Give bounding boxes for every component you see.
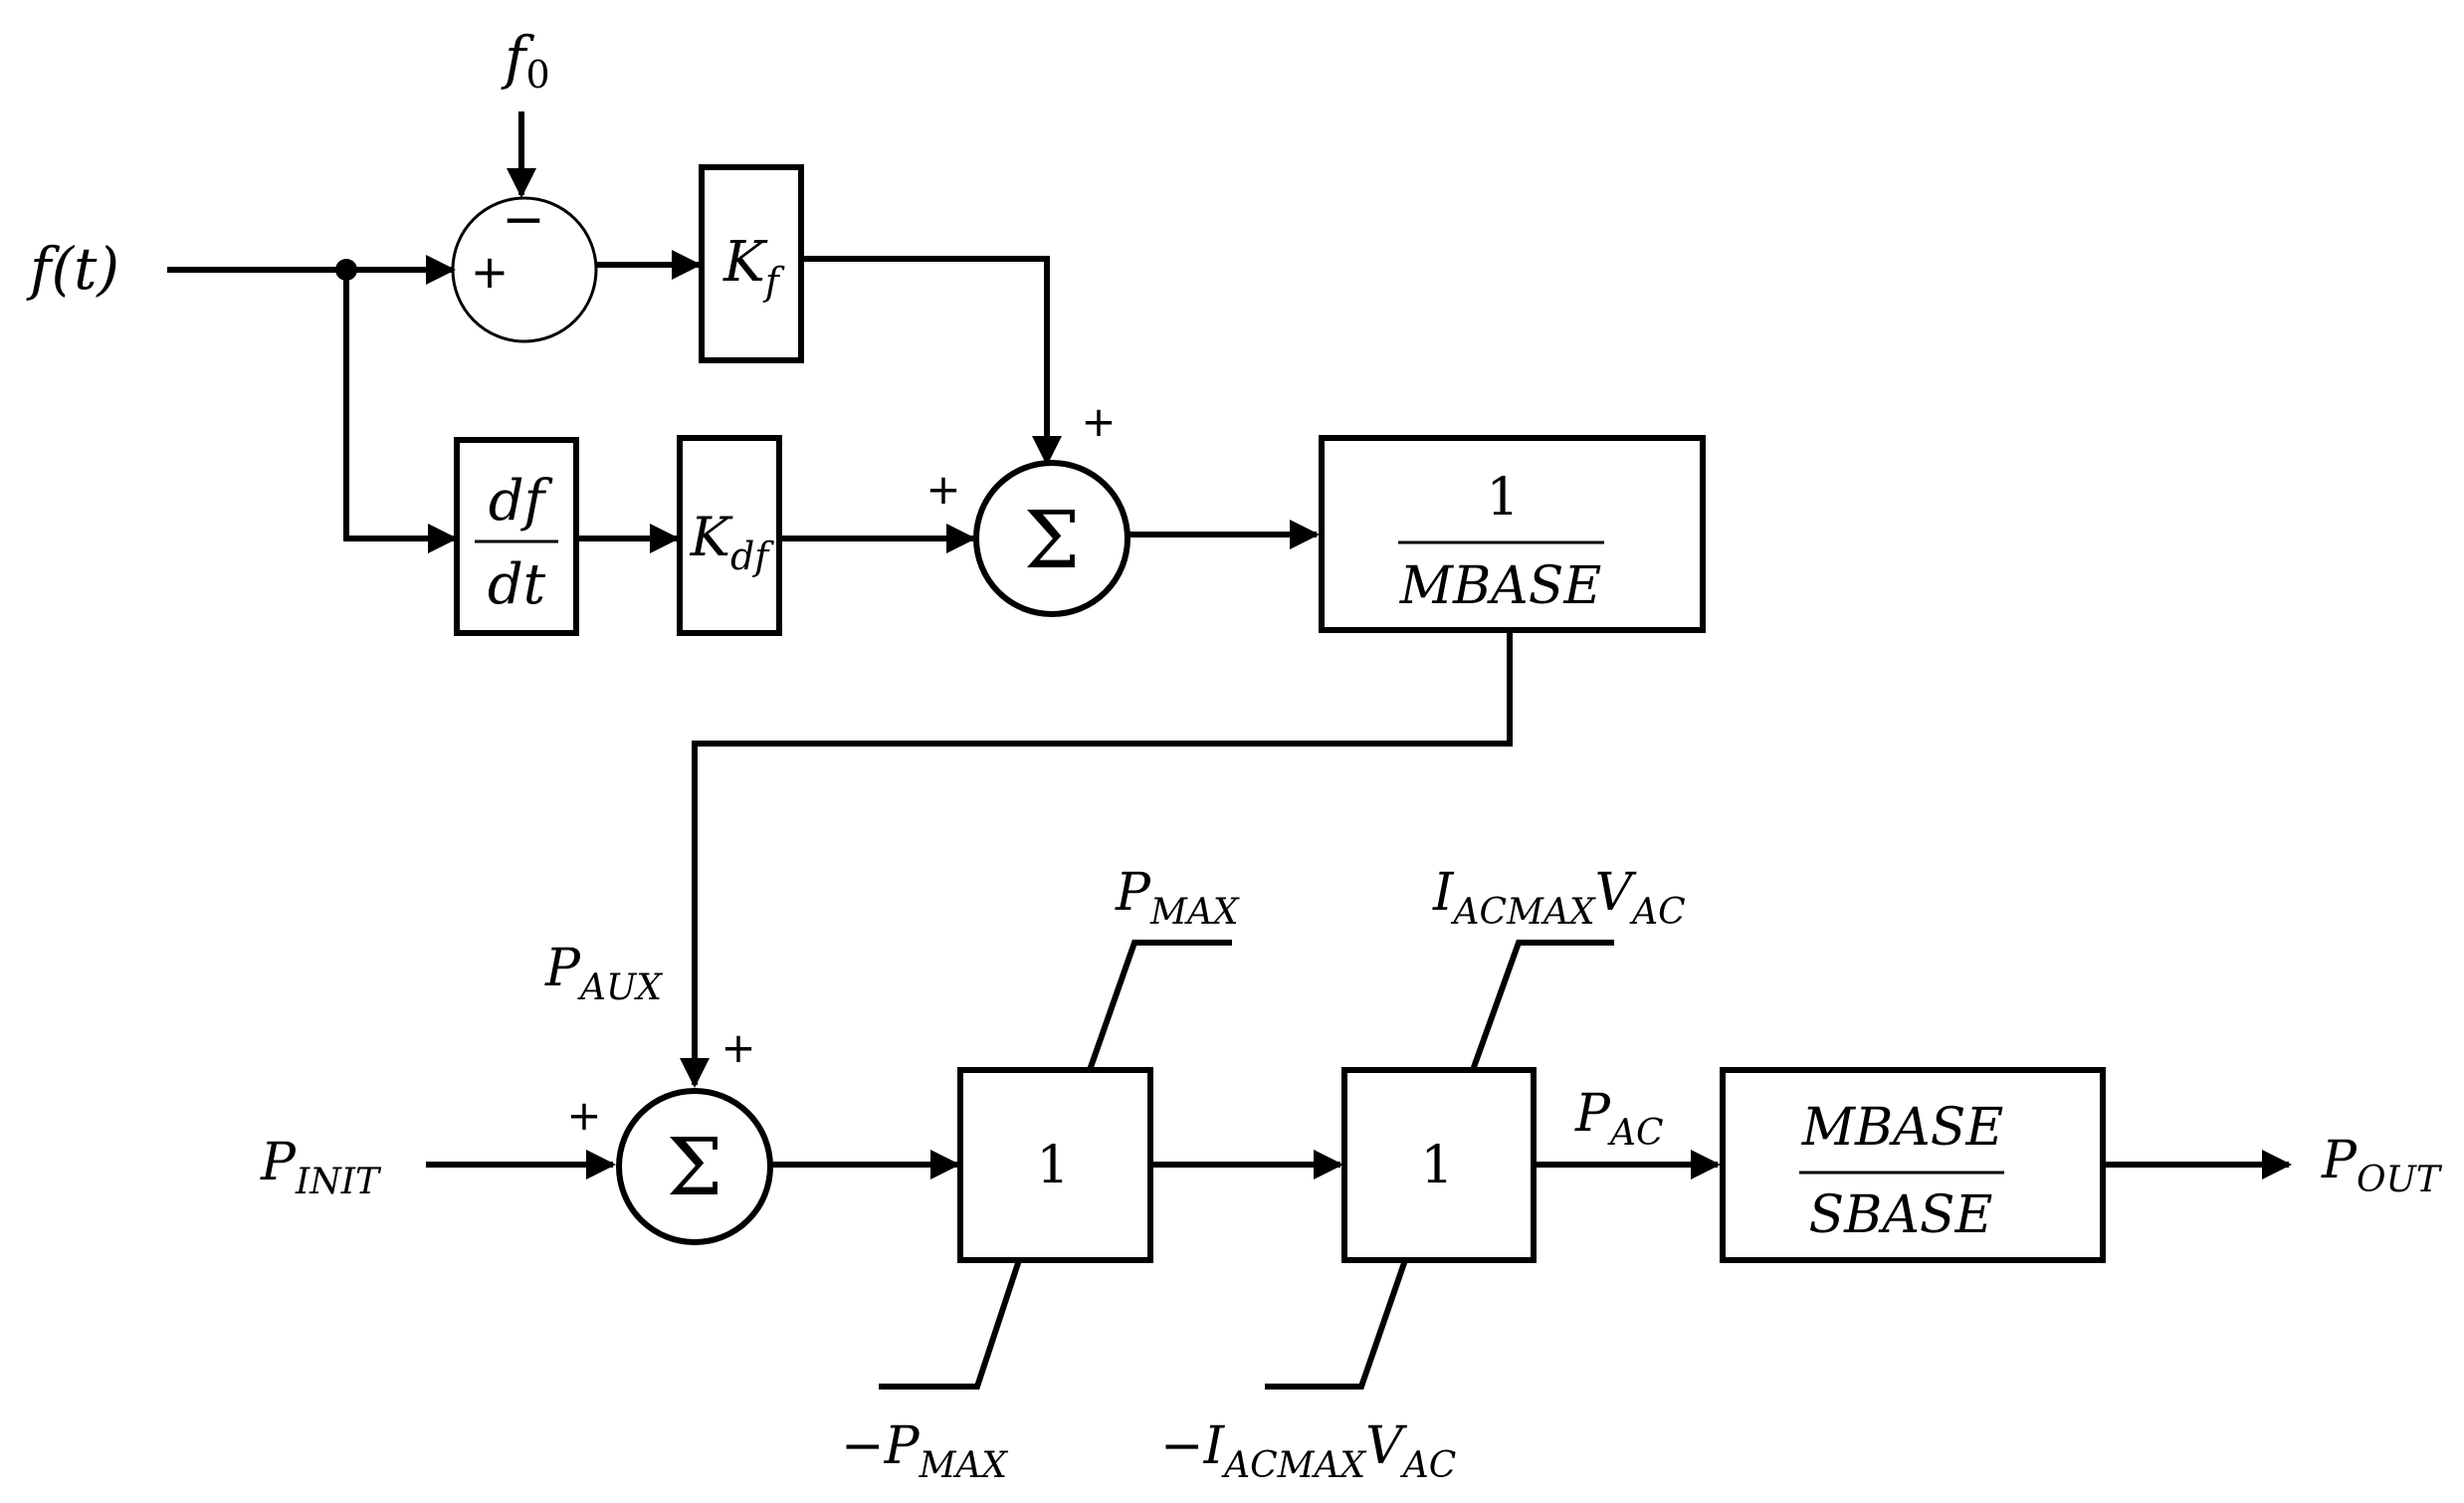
sum2-top-sign: +: [1081, 397, 1116, 446]
sum2-sigma: Σ: [1024, 494, 1081, 586]
base-ratio-block: MBASE SBASE: [1720, 1067, 2106, 1263]
f0-label: f0: [501, 24, 550, 97]
limiter2-upper-label: IACMAXVAC: [1432, 863, 1686, 933]
limiter2-upper-main: I: [1432, 863, 1455, 923]
signal-wires: [167, 111, 2292, 1180]
wire-mbase-to-sum3: [680, 630, 1513, 1088]
base-ratio-denominator: SBASE: [1809, 1185, 1993, 1245]
wire-kf-to-sum2: [802, 256, 1062, 466]
kdf-gain-sub: df: [730, 535, 774, 578]
sum2-junction: Σ + +: [925, 397, 1130, 617]
limiter1-lower-main: −P: [841, 1416, 921, 1476]
kdf-gain-main: K: [690, 506, 733, 568]
derivative-numerator: df: [489, 469, 554, 534]
wire-branch-to-deriv: [343, 270, 458, 553]
kf-gain-main: K: [722, 230, 768, 295]
paux-label-main: P: [544, 939, 581, 998]
limiter2-lower-label: −IACMAXVAC: [1160, 1416, 1456, 1486]
input-label-paren: (t): [51, 235, 119, 303]
inverse-mbase-numerator: 1: [1486, 468, 1519, 528]
kdf-gain-block: Kdf: [677, 435, 782, 636]
limiter1-lower-limit-line: [879, 1259, 1022, 1390]
derivative-block: df dt: [454, 437, 579, 636]
limiter2-lower-limit-line: [1265, 1259, 1408, 1390]
svg-text:Kdf: Kdf: [690, 506, 775, 578]
limiter2-lower-sub: ACMAX: [1221, 1445, 1366, 1486]
limiter1-upper-limit-line: [1087, 940, 1232, 1071]
pout-label-sub: OUT: [2357, 1160, 2443, 1200]
paux-label: PAUX: [544, 939, 663, 1008]
limiter1-value: 1: [1036, 1136, 1069, 1195]
limiter1-lower-label: −PMAX: [841, 1416, 1008, 1486]
pac-label-sub: AC: [1607, 1113, 1664, 1154]
limiter1-upper-sub: MAX: [1149, 892, 1240, 933]
derivative-denominator: dt: [488, 552, 546, 617]
pinit-label-sub: INIT: [295, 1162, 382, 1202]
pout-label-main: P: [2321, 1131, 2358, 1190]
f0-label-sub: 0: [525, 53, 549, 97]
limiter1-upper-main: P: [1115, 863, 1151, 923]
sum3-sigma: Σ: [667, 1121, 723, 1213]
limiter1-upper-label: PMAX: [1115, 863, 1240, 933]
limiter2-lower-main: −I: [1160, 1416, 1226, 1476]
sum2-left-sign: +: [925, 465, 960, 514]
pac-label-main: P: [1574, 1084, 1611, 1144]
sum3-junction: Σ + +: [566, 1023, 773, 1245]
limiter2-upper-main2: V: [1595, 863, 1637, 923]
pout-label: POUT: [2321, 1131, 2443, 1200]
sum3-left-sign: +: [566, 1091, 601, 1140]
base-ratio-numerator: MBASE: [1801, 1098, 2004, 1158]
kf-gain-block: Kf: [699, 164, 804, 363]
paux-label-sub: AUX: [577, 967, 663, 1008]
limiter2-lower-sub2: AC: [1400, 1445, 1457, 1486]
pinit-label-main: P: [260, 1133, 297, 1192]
limiter2-block: 1: [1265, 940, 1614, 1390]
inverse-mbase-denominator: MBASE: [1399, 556, 1602, 616]
pac-label: PAC: [1574, 1084, 1664, 1154]
sum1-plus-sign: +: [471, 245, 510, 299]
pinit-label: PINIT: [260, 1133, 382, 1202]
limiter2-upper-sub2: AC: [1629, 892, 1686, 933]
sum3-top-sign: +: [720, 1023, 755, 1072]
limiter1-lower-sub: MAX: [919, 1445, 1009, 1486]
limiter2-lower-main2: V: [1365, 1416, 1407, 1476]
inverse-mbase-block: 1 MBASE: [1319, 435, 1706, 633]
input-label: f(t): [26, 235, 119, 303]
sum1-minus-sign: −: [502, 190, 545, 250]
sum1-junction: + −: [451, 190, 598, 343]
limiter1-block: 1: [879, 940, 1232, 1390]
limiter2-upper-sub: ACMAX: [1451, 892, 1596, 933]
limiter2-upper-limit-line: [1470, 940, 1614, 1072]
limiter2-value: 1: [1420, 1136, 1453, 1195]
